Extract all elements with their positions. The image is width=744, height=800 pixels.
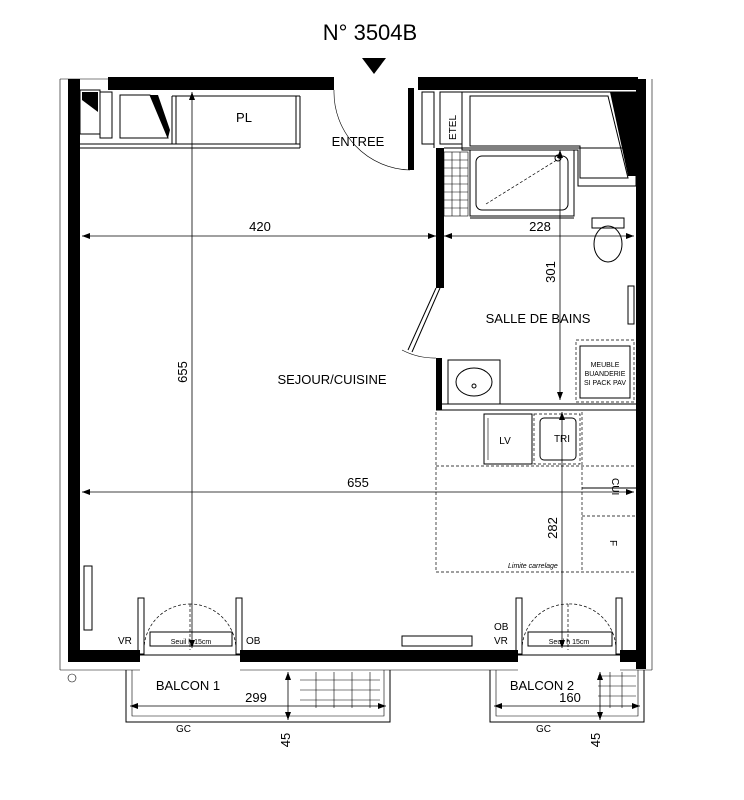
dim-420: 420 [249, 219, 271, 234]
seuil-right-label: Seuil h 15cm [549, 639, 590, 646]
balcon-2 [489, 670, 645, 723]
etel-label: ETEL [448, 115, 459, 140]
entrance-door [333, 88, 414, 171]
dim-299: 299 [245, 690, 267, 705]
tile-grid [443, 151, 469, 217]
salle-de-bains-label: SALLE DE BAINS [486, 311, 591, 326]
vr-left-label: VR [118, 636, 132, 647]
meuble-line-2: BUANDERIE [585, 371, 626, 378]
dim-655-vertical: 655 [175, 361, 190, 383]
lv-label: LV [499, 436, 511, 447]
window-left [137, 597, 243, 655]
meuble-buanderie [575, 339, 635, 403]
outer-walls [59, 77, 653, 671]
entree-label: ENTREE [332, 134, 385, 149]
toilet-icon [591, 217, 625, 263]
gc-left-label: GC [176, 724, 191, 735]
frigo-label: F [607, 540, 618, 546]
dim-301: 301 [543, 261, 558, 283]
washbasin-icon [447, 359, 501, 405]
dim-45-left: 45 [278, 733, 293, 747]
dim-160: 160 [559, 690, 581, 705]
dimension-lines [82, 92, 640, 720]
balcon-1-label: BALCON 1 [156, 678, 220, 693]
sejour-cuisine-label: SEJOUR/CUISINE [277, 372, 386, 387]
meuble-line-3: SI PACK PAV [584, 380, 626, 387]
gc-right-label: GC [536, 724, 551, 735]
dim-45-right: 45 [588, 733, 603, 747]
entrance-arrow-icon [362, 58, 386, 74]
dim-228: 228 [529, 219, 551, 234]
meuble-line-1: MEUBLE [591, 362, 620, 369]
balcon-2-label: BALCON 2 [510, 678, 574, 693]
cui-label: CUI [609, 478, 620, 495]
marker-circle-icon [67, 673, 77, 683]
vr-right-label: VR [494, 636, 508, 647]
bottom-radiator-icon [401, 635, 473, 647]
ob-right-label: OB [494, 622, 509, 633]
placard-label: PL [236, 110, 252, 125]
corner-shaft [461, 91, 637, 187]
left-radiator-icon [83, 565, 93, 631]
dim-655-horizontal: 655 [347, 475, 369, 490]
bathtub [469, 149, 575, 219]
apartment-number: N° 3504B [323, 20, 417, 45]
window-right [515, 597, 623, 655]
placard-area [79, 89, 301, 149]
ob-left-label: OB [246, 636, 261, 647]
limite-carrelage-label: Limite carrelage [508, 563, 558, 570]
balcon-1 [125, 670, 391, 723]
dim-282: 282 [545, 517, 560, 539]
radiator-icon [627, 285, 635, 325]
